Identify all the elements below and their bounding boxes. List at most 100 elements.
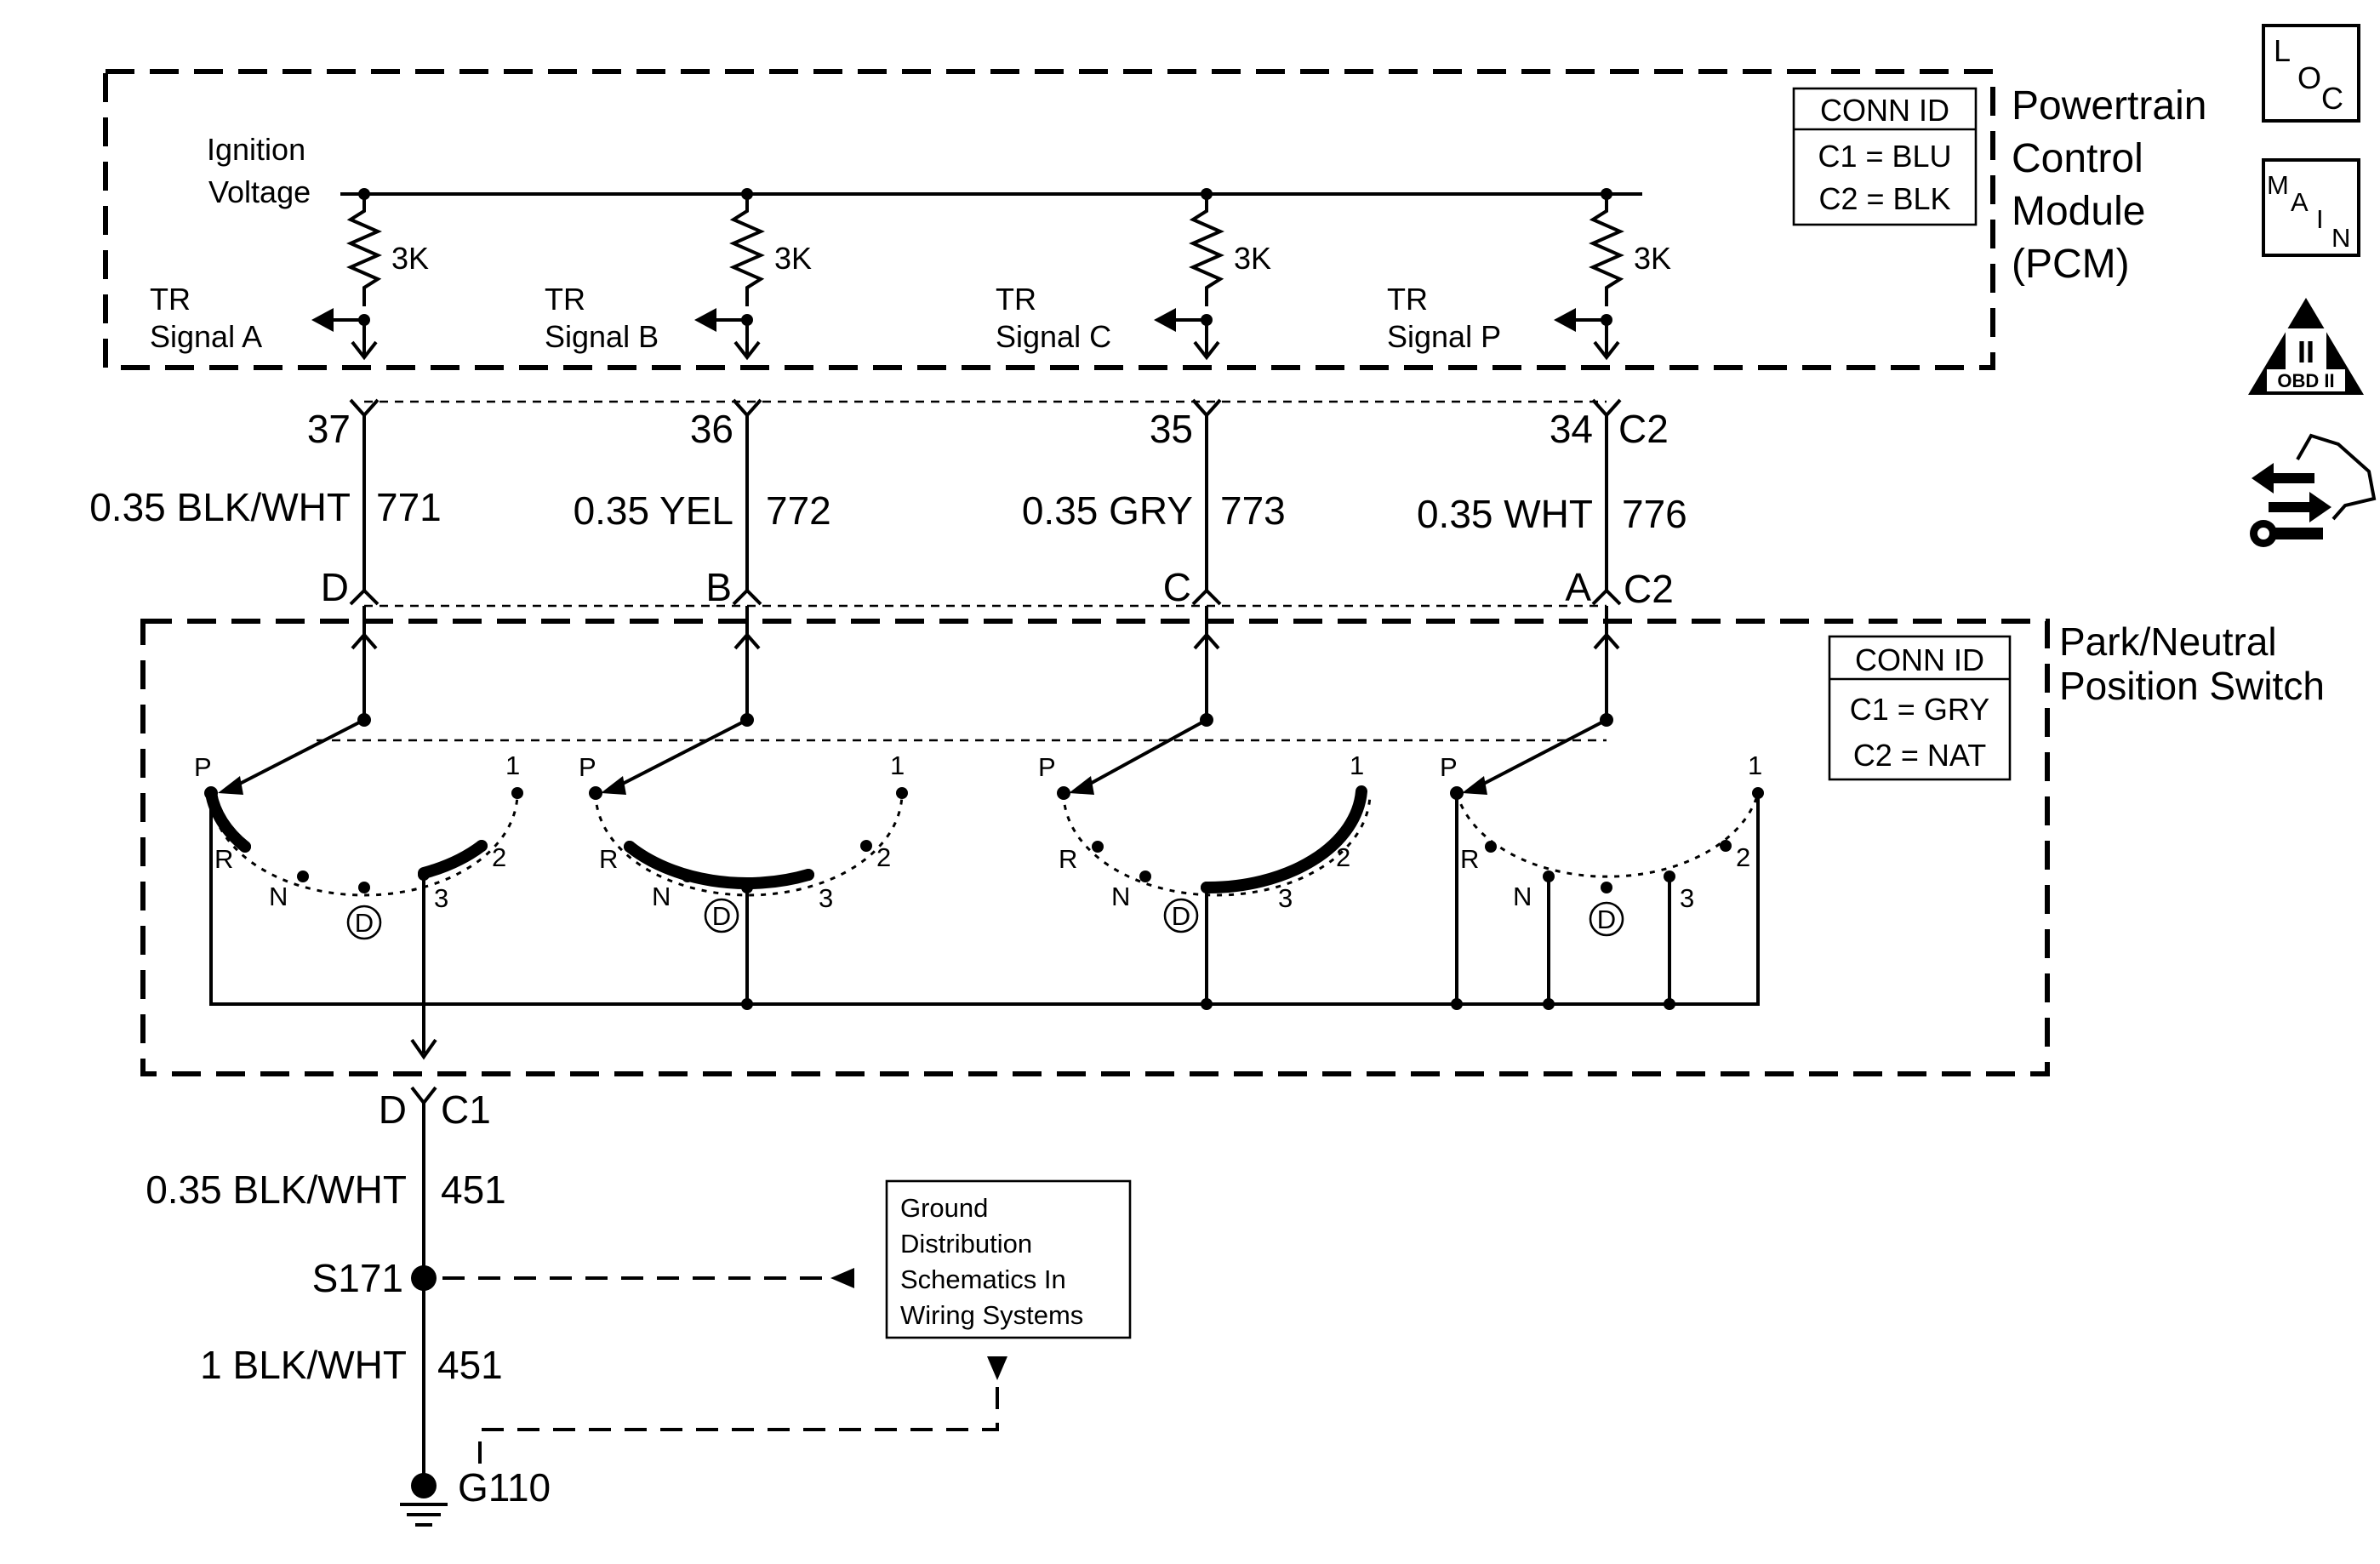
pcm-channel-b: 3K TR Signal B: [545, 192, 812, 361]
park-neutral-switch: CONN ID C1 = GRY C2 = NAT Park/Neutral P…: [140, 606, 2325, 1076]
ground-circuit-number-1: 451: [441, 1167, 506, 1212]
pos-2: 2: [492, 842, 506, 872]
switch-pin-b: B: [705, 565, 732, 609]
signal-p-label-line1: TR: [1387, 282, 1428, 317]
signal-a-label-line1: TR: [150, 282, 191, 317]
circuit-773-wire: 35 0.35 GRY 773 C: [1022, 407, 1286, 609]
pos-p: P: [1038, 752, 1056, 782]
loc-icon[interactable]: L O C: [2262, 24, 2360, 123]
resistor-label: 3K: [1634, 241, 1671, 276]
splice-label: S171: [312, 1256, 403, 1300]
switch-conn-c2: C2 = NAT: [1853, 738, 1986, 773]
ground-wire-color-1: 0.35 BLK/WHT: [146, 1167, 407, 1212]
circuit-number-771: 771: [376, 485, 442, 529]
pos-r: R: [1059, 844, 1077, 874]
pcm-pin-37: 37: [307, 407, 351, 451]
switch-section-776: P R N D 3 2 1: [1440, 718, 1764, 937]
pcm-module: CONN ID C1 = BLU C2 = BLK Powertrain Con…: [103, 69, 2206, 370]
pcm-conn-c2: C2 = BLK: [1818, 181, 1950, 216]
svg-text:L: L: [2274, 33, 2291, 68]
pos-p: P: [1440, 752, 1458, 782]
pos-r: R: [214, 844, 233, 874]
pcm-connector-label: C2: [1618, 407, 1669, 451]
pos-1: 1: [1350, 751, 1364, 780]
switch-section-773: P R N D 3 2 1: [1038, 718, 1372, 933]
ground-circuit: D C1 0.35 BLK/WHT 451 S171 1 BLK/WHT 451…: [146, 1086, 1007, 1527]
pos-1: 1: [505, 751, 520, 780]
pos-n: N: [1513, 882, 1532, 911]
pos-n: N: [269, 882, 288, 911]
switch-title-line1: Park/Neutral: [2059, 619, 2277, 664]
reference-line2: Distribution: [900, 1229, 1032, 1259]
ground-circuit-number-2: 451: [437, 1343, 503, 1387]
switch-section-772: P R N D 3 2 1: [579, 718, 908, 933]
svg-text:N: N: [2331, 223, 2350, 253]
pcm-title-line3: Module: [2012, 189, 2145, 234]
signal-a-label-line2: Signal A: [150, 319, 262, 354]
pos-3: 3: [1680, 883, 1694, 913]
switch-pin-a: A: [1565, 565, 1591, 609]
pos-d: D: [355, 908, 374, 938]
pos-r: R: [1460, 844, 1479, 874]
ground-connector-id: C1: [441, 1087, 491, 1132]
ground-connector-pin: D: [379, 1087, 407, 1132]
pcm-pin-34: 34: [1550, 407, 1593, 451]
wire-color-776: 0.35 WHT: [1417, 492, 1593, 536]
pcm-conn-id-header: CONN ID: [1820, 93, 1949, 128]
pcm-channel-a: 3K TR Signal A: [150, 192, 429, 361]
circuit-771-wire: 37 0.35 BLK/WHT 771 D: [89, 407, 442, 609]
obd-ii-icon[interactable]: II OBD II: [2248, 298, 2364, 395]
wire-color-771: 0.35 BLK/WHT: [89, 485, 351, 529]
circuit-number-776: 776: [1622, 492, 1687, 536]
pcm-title-line2: Control: [2012, 136, 2143, 181]
svg-text:M: M: [2267, 170, 2289, 200]
pos-n: N: [1111, 882, 1130, 911]
ground-wire-color-2: 1 BLK/WHT: [200, 1343, 407, 1387]
signal-b-label-line2: Signal B: [545, 319, 659, 354]
svg-text:A: A: [2291, 187, 2309, 217]
diagnostic-connector-icon[interactable]: [2250, 433, 2377, 547]
reference-line4: Wiring Systems: [900, 1300, 1083, 1330]
pcm-conn-c1: C1 = BLU: [1818, 139, 1951, 174]
switch-connector-c2: C2: [349, 567, 1674, 611]
pcm-channel-c: 3K TR Signal C: [996, 192, 1271, 361]
svg-text:I: I: [2316, 204, 2324, 234]
pcm-title-line4: (PCM): [2012, 242, 2130, 287]
ground-distribution-reference[interactable]: Ground Distribution Schematics In Wiring…: [885, 1179, 1132, 1339]
pcm-pin-36: 36: [690, 407, 733, 451]
drive-position-icon: [704, 898, 739, 933]
switch-title-line2: Position Switch: [2059, 664, 2325, 708]
wire-color-772: 0.35 YEL: [574, 488, 733, 533]
switch-section-771: P R N D 3 2 1: [194, 718, 523, 940]
pcm-channel-p: 3K TR Signal P: [1387, 192, 1671, 361]
switch-connector-label: C2: [1624, 567, 1674, 611]
pos-r: R: [599, 844, 618, 874]
switch-pin-d: D: [321, 565, 349, 609]
pcm-connector-c2: C2: [349, 398, 1669, 451]
pos-2: 2: [1336, 842, 1350, 872]
circuit-number-773: 773: [1220, 488, 1286, 533]
drive-position-icon: [346, 905, 382, 940]
drive-position-icon: [1163, 898, 1199, 933]
svg-text:O: O: [2297, 60, 2321, 95]
signal-c-label-line2: Signal C: [996, 319, 1111, 354]
main-icon[interactable]: M A I N: [2262, 158, 2360, 257]
pos-d: D: [1597, 905, 1616, 934]
pos-2: 2: [876, 842, 891, 872]
resistor-label: 3K: [391, 241, 429, 276]
pos-p: P: [579, 752, 596, 782]
signal-b-label-line1: TR: [545, 282, 585, 317]
pos-3: 3: [434, 883, 448, 913]
ignition-label-line1: Ignition: [207, 132, 305, 167]
circuit-772-wire: 36 0.35 YEL 772 B: [574, 407, 831, 609]
svg-text:II: II: [2297, 334, 2314, 369]
signal-p-label-line2: Signal P: [1387, 319, 1501, 354]
pos-3: 3: [1278, 883, 1293, 913]
svg-text:C: C: [2321, 81, 2343, 116]
pos-n: N: [652, 882, 671, 911]
ground-point-g110: [411, 1473, 437, 1498]
pcm-pin-35: 35: [1150, 407, 1193, 451]
pos-1: 1: [1748, 751, 1762, 780]
pos-1: 1: [890, 751, 905, 780]
pcm-conn-id-box: [1792, 87, 1978, 226]
